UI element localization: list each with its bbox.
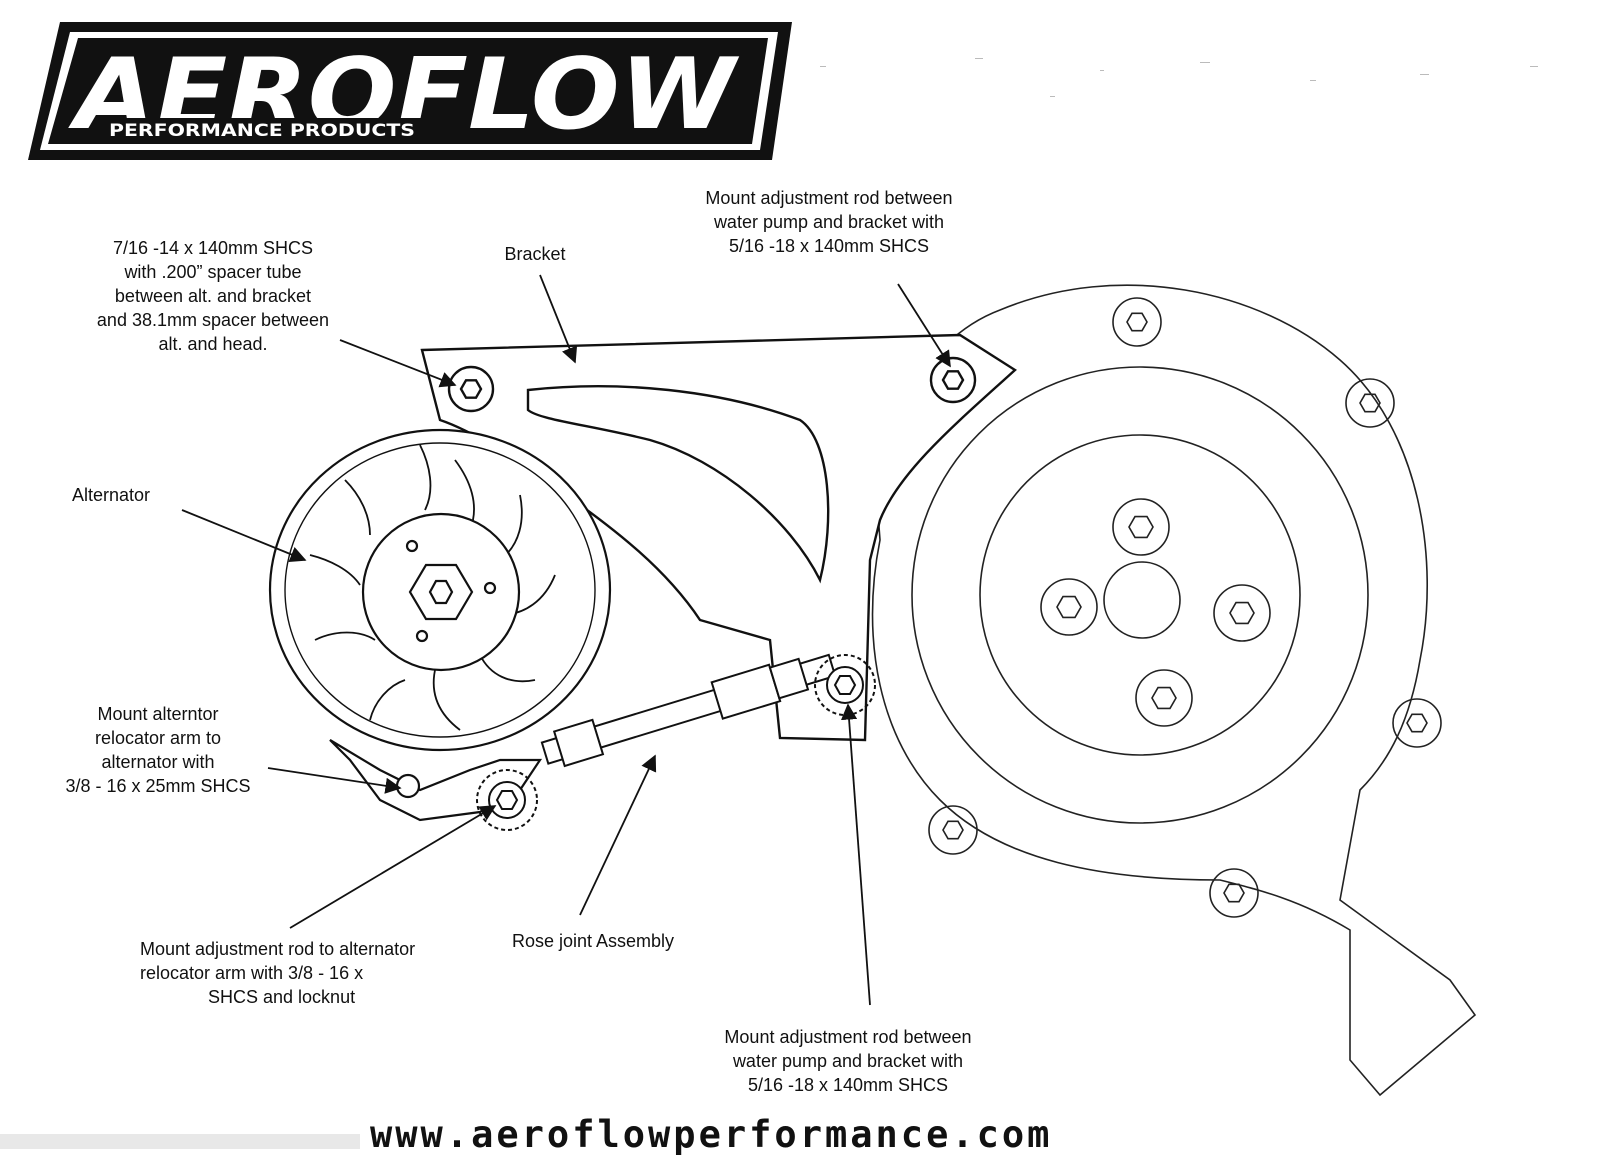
bracket [420, 333, 1017, 742]
water-pump [871, 284, 1477, 1097]
svg-text:between alt. and bracket: between alt. and bracket [115, 286, 311, 306]
svg-text:Mount adjustment rod to altern: Mount adjustment rod to alternator [140, 939, 415, 959]
svg-text:alt. and head.: alt. and head. [158, 334, 267, 354]
label-bottom-right-rod: Mount adjustment rod between water pump … [724, 1027, 971, 1095]
label-alternator: Alternator [72, 485, 150, 505]
scan-noise [820, 58, 1538, 97]
alternator [268, 428, 612, 822]
svg-text:with .200” spacer tube: with .200” spacer tube [123, 262, 301, 282]
svg-text:water pump and bracket with: water pump and bracket with [713, 212, 944, 232]
svg-text:SHCS and locknut: SHCS and locknut [208, 987, 355, 1007]
leader-lines [181, 274, 951, 1006]
svg-text:alternator with: alternator with [101, 752, 214, 772]
aeroflow-logo: AEROFLOW PERFORMANCE PRODUCTS [28, 22, 792, 160]
svg-text:Mount alterntor: Mount alterntor [97, 704, 218, 724]
svg-text:relocator arm to: relocator arm to [95, 728, 221, 748]
label-relocator-arm: Mount alterntor relocator arm to alterna… [65, 704, 250, 796]
rose-joint-assembly [476, 653, 876, 831]
label-adjust-rod-alt: Mount adjustment rod to alternator reloc… [140, 939, 415, 1007]
label-top-left-bolt: 7/16 -14 x 140mm SHCS with .200” spacer … [97, 238, 329, 354]
bottom-strip [0, 1134, 360, 1149]
label-top-right-rod: Mount adjustment rod between water pump … [705, 188, 952, 256]
svg-text:and 38.1mm spacer between: and 38.1mm spacer between [97, 310, 329, 330]
logo-tagline-text: PERFORMANCE PRODUCTS [109, 121, 415, 141]
svg-text:3/8 - 16 x 25mm SHCS: 3/8 - 16 x 25mm SHCS [65, 776, 250, 796]
annotation-labels: 7/16 -14 x 140mm SHCS with .200” spacer … [65, 188, 971, 1095]
label-rose-joint: Rose joint Assembly [512, 931, 674, 951]
svg-text:Mount adjustment rod between: Mount adjustment rod between [724, 1027, 971, 1047]
svg-text:Mount adjustment rod between: Mount adjustment rod between [705, 188, 952, 208]
svg-text:7/16 -14 x 140mm SHCS: 7/16 -14 x 140mm SHCS [113, 238, 313, 258]
website-url: www.aeroflowperformance.com [370, 1113, 1053, 1156]
svg-text:5/16 -18 x 140mm SHCS: 5/16 -18 x 140mm SHCS [729, 236, 929, 256]
svg-text:water pump and bracket with: water pump and bracket with [732, 1051, 963, 1071]
label-bracket: Bracket [504, 244, 565, 264]
pump-bolts [928, 297, 1442, 918]
svg-text:5/16 -18 x 140mm SHCS: 5/16 -18 x 140mm SHCS [748, 1075, 948, 1095]
svg-text:relocator arm with 3/8 - 16 x: relocator arm with 3/8 - 16 x [140, 963, 363, 983]
